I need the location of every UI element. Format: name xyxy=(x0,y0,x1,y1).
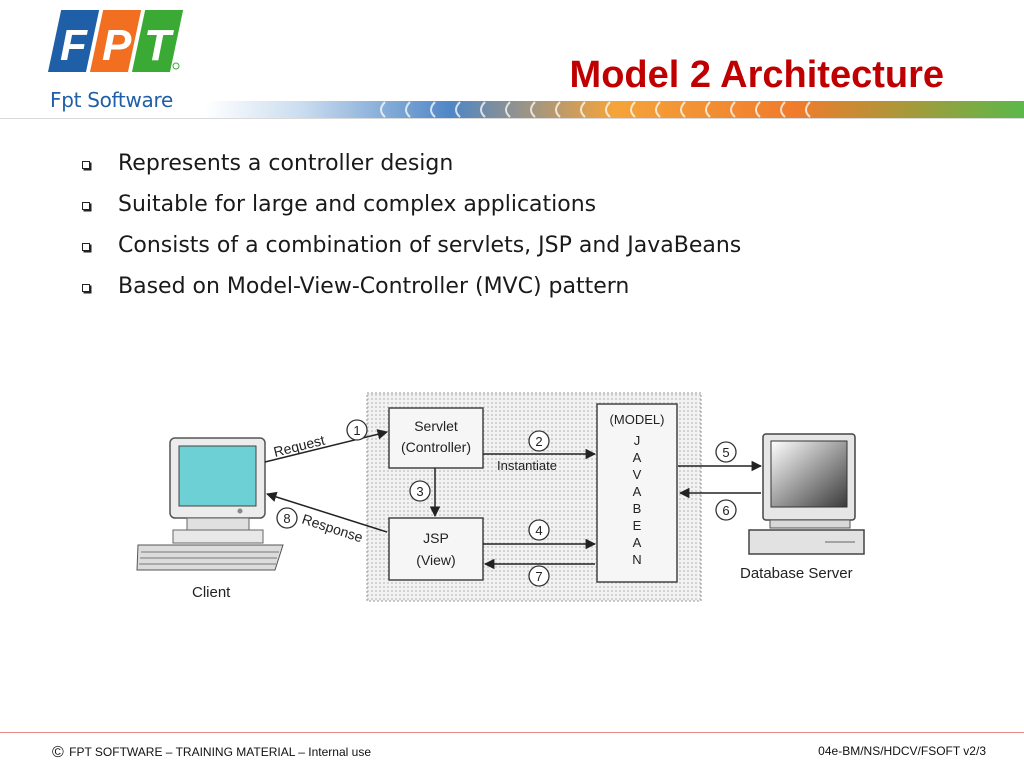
javabean-letter: B xyxy=(633,501,642,516)
checkbox-bullet-icon xyxy=(82,202,90,210)
client-label: Client xyxy=(192,584,231,601)
client-computer-icon xyxy=(136,437,284,571)
model-label: (MODEL) xyxy=(610,412,665,427)
response-arrow xyxy=(265,491,388,533)
step-number: 8 xyxy=(283,511,290,526)
bullet-text: Suitable for large and complex applicati… xyxy=(118,192,597,217)
logo-letter-p: P xyxy=(102,21,132,70)
javabean-letter: V xyxy=(633,467,642,482)
javabean-letter: A xyxy=(633,450,642,465)
checkbox-bullet-icon xyxy=(82,243,90,251)
bullet-text: Represents a controller design xyxy=(118,151,454,176)
step-5-badge xyxy=(715,441,737,463)
jsp-label: JSP xyxy=(423,530,449,546)
step-7-badge xyxy=(528,565,550,587)
logo-tile-t xyxy=(131,10,184,72)
javabean-letter: J xyxy=(634,433,641,448)
request-arrow xyxy=(264,429,389,463)
bullet-item: Based on Model-View-Controller (MVC) pat… xyxy=(80,271,741,312)
header-decorative-band xyxy=(205,101,1024,118)
logo-letter-t: T xyxy=(144,21,174,70)
servlet-box xyxy=(388,407,484,469)
logo-letter-f: F xyxy=(60,21,88,70)
javabean-letter: A xyxy=(633,484,642,499)
model-javabean-box xyxy=(596,403,678,583)
database-server-label: Database Server xyxy=(740,565,853,582)
logo-tile-p xyxy=(89,10,142,72)
mvc-architecture-diagram: Client Servlet (Controller) JSP (View) (… xyxy=(136,392,865,602)
step-8-badge xyxy=(276,507,298,529)
logo-tile-f xyxy=(48,10,100,72)
footer-copyright-text: FPT SOFTWARE – TRAINING MATERIAL – Inter… xyxy=(69,745,371,759)
response-label: Response xyxy=(300,511,365,546)
fpt-logo: F P T xyxy=(48,10,184,72)
checkbox-bullet-icon xyxy=(82,161,90,169)
header-divider xyxy=(0,118,1024,119)
step-number: 2 xyxy=(535,434,542,449)
footer-divider xyxy=(0,732,1024,733)
step-4-badge xyxy=(528,519,550,541)
step-number: 1 xyxy=(353,423,360,438)
bullet-text: Consists of a combination of servlets, J… xyxy=(118,233,742,258)
instantiate-label: Instantiate xyxy=(497,458,557,473)
step-number: 3 xyxy=(416,484,423,499)
jsp-box xyxy=(388,517,484,581)
servlet-sublabel: (Controller) xyxy=(401,439,471,455)
footer-left: © FPT SOFTWARE – TRAINING MATERIAL – Int… xyxy=(52,744,371,762)
jsp-sublabel: (View) xyxy=(416,552,455,568)
registered-mark-icon xyxy=(172,62,180,70)
step-number: 7 xyxy=(535,569,542,584)
bullet-item: Suitable for large and complex applicati… xyxy=(80,189,741,230)
javabean-letter: E xyxy=(633,518,642,533)
javabean-letter: A xyxy=(633,535,642,550)
servlet-label: Servlet xyxy=(414,418,458,434)
bullet-text: Based on Model-View-Controller (MVC) pat… xyxy=(118,274,630,299)
step-6-badge xyxy=(715,499,737,521)
footer-document-code: 04e-BM/NS/HDCV/FSOFT v2/3 xyxy=(818,744,986,758)
logo-wordmark: Fpt Software xyxy=(50,88,173,112)
bullet-item: Represents a controller design xyxy=(80,148,741,189)
checkbox-bullet-icon xyxy=(82,284,90,292)
step-number: 5 xyxy=(722,445,729,460)
step-3-badge xyxy=(409,480,431,502)
bullet-item: Consists of a combination of servlets, J… xyxy=(80,230,741,271)
request-label: Request xyxy=(272,432,327,460)
step-number: 6 xyxy=(722,503,729,518)
step-1-badge xyxy=(346,419,368,441)
step-2-badge xyxy=(528,430,550,452)
slide-title: Model 2 Architecture xyxy=(569,54,944,96)
copyright-symbol: © xyxy=(52,744,64,761)
javabean-letter: N xyxy=(632,552,641,567)
step-number: 4 xyxy=(535,523,542,538)
database-server-icon xyxy=(748,433,865,555)
bullet-list: Represents a controller design Suitable … xyxy=(80,148,741,312)
